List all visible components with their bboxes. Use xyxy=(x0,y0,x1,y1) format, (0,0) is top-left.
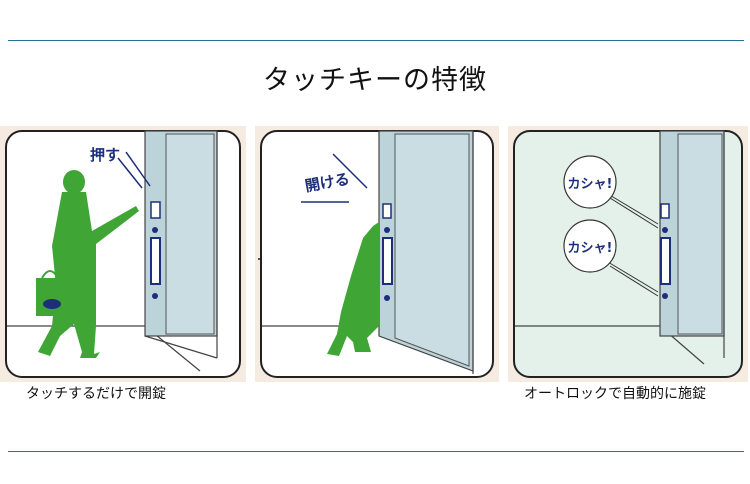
lock-sound-bottom: カシャ! xyxy=(568,241,613,256)
bag-icon xyxy=(36,270,66,316)
push-label: 押す xyxy=(90,146,120,164)
touch-key-pad xyxy=(660,203,670,219)
top-divider xyxy=(8,40,744,41)
touch-key-pad xyxy=(382,203,392,219)
door-handle xyxy=(382,237,393,285)
auto-lock-illustration: カシャ! カシャ! xyxy=(508,126,748,382)
caption-auto-lock: オートロックで自動的に施錠 xyxy=(524,386,706,402)
panel-open: 開ける xyxy=(255,126,499,382)
bottom-divider xyxy=(8,451,744,452)
open-illustration: 開ける xyxy=(255,126,499,382)
lock-sound-top: カシャ! xyxy=(568,177,613,192)
panel-push: 押す xyxy=(0,126,246,382)
speech-bubble-bottom xyxy=(563,219,617,273)
push-illustration: 押す xyxy=(0,126,246,382)
panel-auto-lock: カシャ! カシャ! xyxy=(508,126,748,382)
caption-push: タッチするだけで開錠 xyxy=(26,386,166,402)
person-silhouette xyxy=(38,170,139,358)
speech-bubble-top xyxy=(563,155,617,209)
door-handle xyxy=(660,237,671,285)
person-silhouette xyxy=(327,222,379,356)
door-handle xyxy=(150,237,161,285)
touch-key-pad xyxy=(150,201,161,219)
page-title: タッチキーの特徴 xyxy=(263,65,487,96)
stray-dot xyxy=(258,258,260,260)
